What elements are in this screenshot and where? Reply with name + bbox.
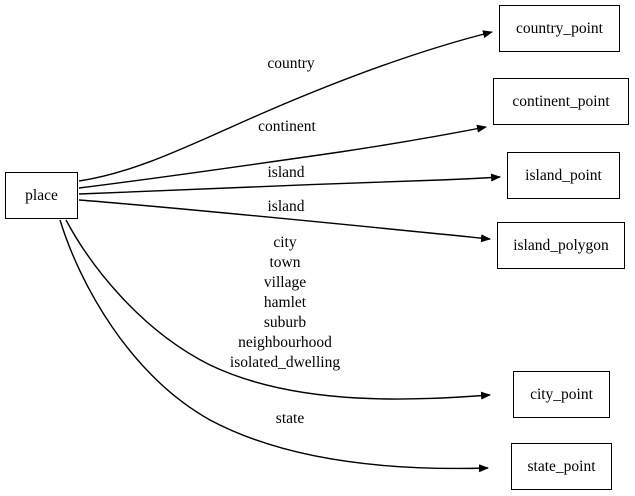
node-label: continent_point	[512, 92, 610, 110]
edge-label-continent: continent	[258, 118, 316, 135]
node-label: island_point	[525, 166, 602, 184]
edge-place-to-island_polygon	[78, 199, 491, 243]
edge-label-city-values: city town village hamlet suburb neighbou…	[229, 234, 341, 371]
node-island-polygon[interactable]: island_polygon	[497, 222, 625, 269]
node-country-point[interactable]: country_point	[499, 5, 620, 52]
edge-place-to-island_point	[78, 173, 501, 195]
edge-label-island-point: island	[267, 164, 305, 181]
edge-label-country: country	[267, 55, 315, 72]
edge-path-group	[59, 30, 501, 473]
node-state-point[interactable]: state_point	[511, 443, 612, 490]
edge-place-to-city_point	[65, 219, 491, 400]
node-label: city_point	[530, 385, 593, 403]
node-continent-point[interactable]: continent_point	[493, 78, 629, 125]
edge-place-to-country_point	[78, 30, 493, 182]
edge-label-state: state	[275, 410, 305, 427]
node-island-point[interactable]: island_point	[507, 152, 620, 199]
node-label: place	[25, 186, 58, 204]
edge-place-to-continent_point	[78, 124, 487, 189]
edge-label-island-polygon: island	[267, 198, 305, 215]
node-label: country_point	[516, 19, 603, 37]
node-city-point[interactable]: city_point	[513, 371, 610, 418]
node-label: island_polygon	[513, 236, 609, 254]
node-place[interactable]: place	[5, 172, 78, 219]
edge-place-to-state_point	[59, 219, 489, 473]
node-label: state_point	[527, 457, 596, 475]
